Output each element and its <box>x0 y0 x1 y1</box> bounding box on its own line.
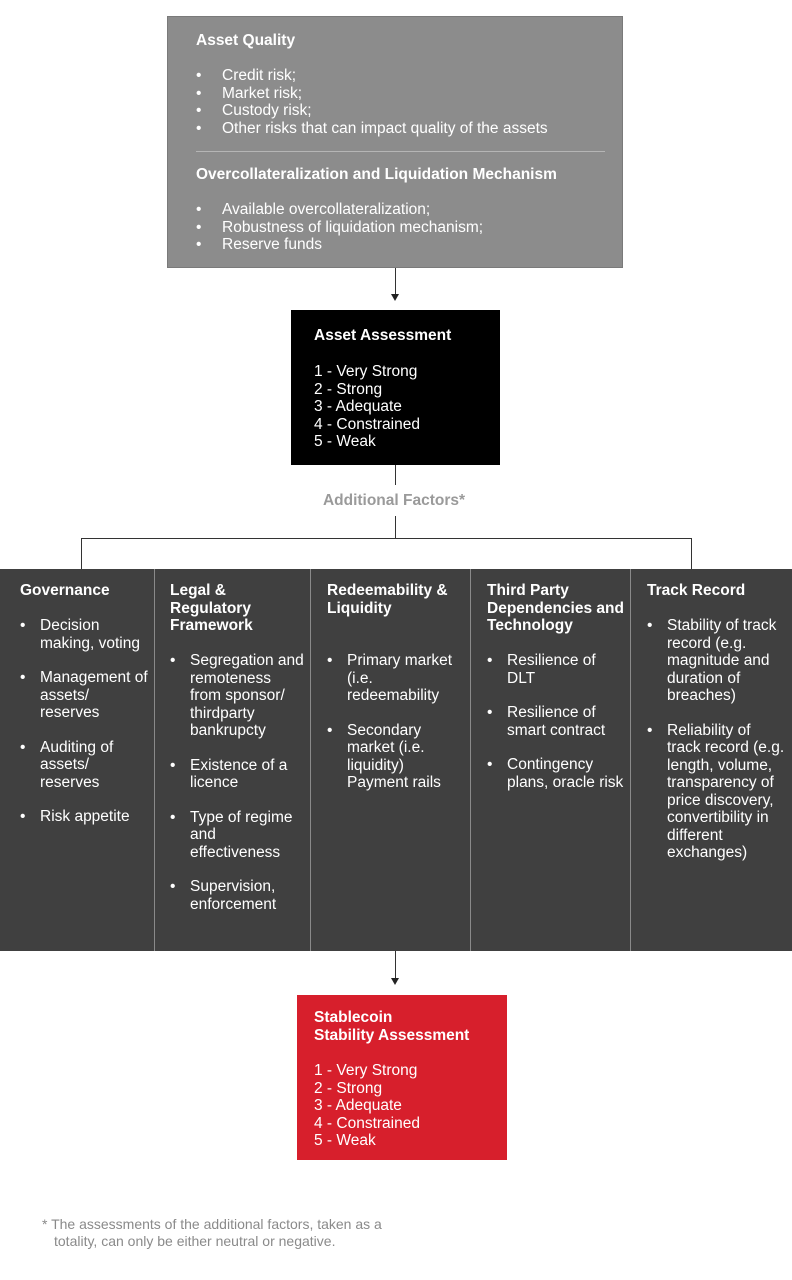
scale-item: 5 - Weak <box>314 433 376 450</box>
connector-line <box>395 516 396 538</box>
footnote: * The assessments of the additional fact… <box>42 1216 462 1250</box>
factor-title: Track Record <box>647 582 746 599</box>
factor-title: Legal & Regulatory Framework <box>170 582 253 634</box>
factor-title: Governance <box>20 582 110 599</box>
list-item: Management of assets/ reserves <box>20 669 150 722</box>
factor-list: Decision making, voting Management of as… <box>20 617 150 843</box>
list-item: Resilience of smart contract <box>487 704 625 739</box>
divider <box>196 151 605 152</box>
column-divider <box>470 569 471 951</box>
connector-line <box>691 538 692 569</box>
list-item: Supervision, enforcement <box>170 878 304 913</box>
factor-list: Stability of track record (e.g. magnitud… <box>647 617 787 879</box>
list-item: Decision making, voting <box>20 617 150 652</box>
column-divider <box>630 569 631 951</box>
list-item: Resilience of DLT <box>487 652 625 687</box>
scale-item: 5 - Weak <box>314 1132 376 1149</box>
additional-factors-label: Additional Factors* <box>322 492 466 509</box>
list-item: Robustness of liquidation mechanism; <box>196 219 483 237</box>
overcollateralization-heading: Overcollateralization and Liquidation Me… <box>196 166 557 183</box>
list-item: Credit risk; <box>196 67 548 85</box>
scale-item: 3 - Adequate <box>314 398 402 415</box>
scale-item: 1 - Very Strong <box>314 363 418 380</box>
scale-item: 2 - Strong <box>314 380 383 398</box>
connector-line <box>395 268 396 295</box>
list-item: Existence of a licence <box>170 757 304 792</box>
stablecoin-title-line1: Stablecoin <box>314 1009 393 1026</box>
list-item: Segregation and remoteness from sponsor/… <box>170 652 304 740</box>
list-item: Stability of track record (e.g. magnitud… <box>647 617 787 705</box>
column-divider <box>310 569 311 951</box>
asset-quality-list: Credit risk; Market risk; Custody risk; … <box>196 67 548 137</box>
stablecoin-assessment-scale: 1 - Very Strong 2 - Strong 3 - Adequate … <box>314 1062 420 1150</box>
list-item: Type of regime and effectiveness <box>170 809 304 862</box>
arrow-down-icon <box>391 978 399 985</box>
column-divider <box>154 569 155 951</box>
list-item: Contingency plans, oracle risk <box>487 756 625 791</box>
asset-assessment-box <box>291 310 500 465</box>
scale-item: 2 - Strong <box>314 1079 383 1097</box>
list-item: Available overcollateralization; <box>196 201 483 219</box>
footnote-line: * The assessments of the additional fact… <box>42 1216 382 1232</box>
scale-item: 3 - Adequate <box>314 1097 402 1114</box>
list-item: Risk appetite <box>20 808 150 826</box>
connector-line <box>81 538 82 569</box>
footnote-line: totality, can only be either neutral or … <box>54 1233 336 1249</box>
list-item: Primary market (i.e. redeemability <box>327 652 465 705</box>
arrow-down-icon <box>391 294 399 301</box>
list-item: Other risks that can impact quality of t… <box>196 120 548 138</box>
stablecoin-title-line2: Stability Assessment <box>314 1027 470 1044</box>
asset-assessment-title: Asset Assessment <box>314 327 452 344</box>
list-item: Secondary market (i.e. liquidity) Paymen… <box>327 722 465 792</box>
scale-item: 4 - Constrained <box>314 1114 420 1132</box>
list-item: Custody risk; <box>196 102 548 120</box>
asset-assessment-scale: 1 - Very Strong 2 - Strong 3 - Adequate … <box>314 363 420 451</box>
scale-item: 1 - Very Strong <box>314 1062 418 1079</box>
scale-item: 4 - Constrained <box>314 415 420 433</box>
connector-line <box>395 951 396 979</box>
factor-list: Resilience of DLT Resilience of smart co… <box>487 652 625 808</box>
stablecoin-assessment-box <box>297 995 507 1160</box>
list-item: Reserve funds <box>196 236 483 254</box>
list-item: Reliability of track record (e.g. length… <box>647 722 787 862</box>
list-item: Market risk; <box>196 85 548 103</box>
factor-title: Third Party Dependencies and Technology <box>487 582 624 634</box>
factor-title: Redeemability & Liquidity <box>327 582 448 617</box>
overcollateralization-list: Available overcollateralization; Robustn… <box>196 201 483 254</box>
connector-line <box>395 465 396 485</box>
factor-list: Primary market (i.e. redeemability Secon… <box>327 652 465 809</box>
factor-list: Segregation and remoteness from sponsor/… <box>170 652 304 930</box>
asset-quality-heading: Asset Quality <box>196 32 296 49</box>
list-item: Auditing of assets/ reserves <box>20 739 150 792</box>
connector-line <box>81 538 692 539</box>
